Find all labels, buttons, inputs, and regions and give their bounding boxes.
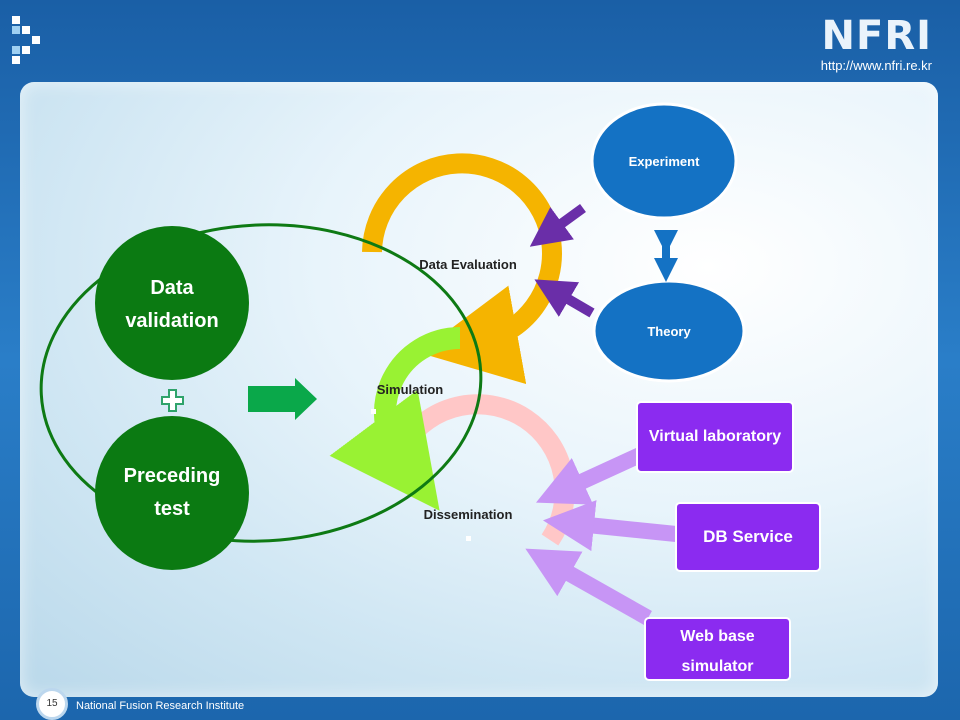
plus-icon <box>161 389 184 412</box>
data-evaluation-label: Data Evaluation <box>419 257 517 272</box>
data-validation-circle <box>95 226 249 380</box>
validation-ellipse <box>39 223 483 543</box>
theory-label: Theory <box>647 324 691 339</box>
institute-name: National Fusion Research Institute <box>76 700 245 712</box>
nfri-logo-mark: NFRI <box>821 13 932 59</box>
experiment-label: Experiment <box>628 154 700 169</box>
web-base-simulator-box <box>644 617 791 681</box>
web-base-simulator-label: Web base simulator <box>645 622 790 682</box>
simulation-label: Simulation <box>376 382 444 397</box>
right-arrow-icon <box>248 378 317 420</box>
nfri-url: http://www.nfri.re.kr <box>820 58 932 73</box>
db-service-arrow <box>542 500 677 552</box>
dissemination-dot <box>466 536 471 541</box>
page-number: 15 <box>36 688 68 720</box>
preceding-test-label: Preceding test <box>102 460 242 526</box>
preceding-test-line1: Preceding <box>123 465 221 487</box>
db-service-label: DB Service <box>703 527 793 546</box>
theory-input-arrow <box>534 279 595 318</box>
dissemination-label: Dissemination <box>423 507 513 522</box>
web-simulator-arrow <box>525 548 652 625</box>
nfri-logo: NFRI http://www.nfri.re.kr <box>821 16 932 73</box>
virtual-lab-arrow <box>536 447 644 505</box>
data-validation-line1: Data <box>150 277 194 299</box>
data-evaluation-ring <box>362 153 562 384</box>
experiment-input-arrow <box>529 203 586 247</box>
preceding-test-line2: test <box>154 498 190 520</box>
web-base-line2: simulator <box>681 658 754 675</box>
preceding-test-circle <box>95 416 249 570</box>
data-validation-label: Data validation <box>102 272 242 338</box>
experiment-circle <box>590 102 738 220</box>
virtual-laboratory-label: Virtual laboratory <box>648 428 782 445</box>
chevron-logo-icon <box>12 16 40 64</box>
db-service-box <box>675 502 821 572</box>
virtual-laboratory-box <box>636 401 794 473</box>
web-base-line1: Web base <box>680 628 755 645</box>
simulation-ring <box>329 327 461 511</box>
simulation-dot <box>371 409 376 414</box>
data-validation-line2: validation <box>125 310 219 332</box>
